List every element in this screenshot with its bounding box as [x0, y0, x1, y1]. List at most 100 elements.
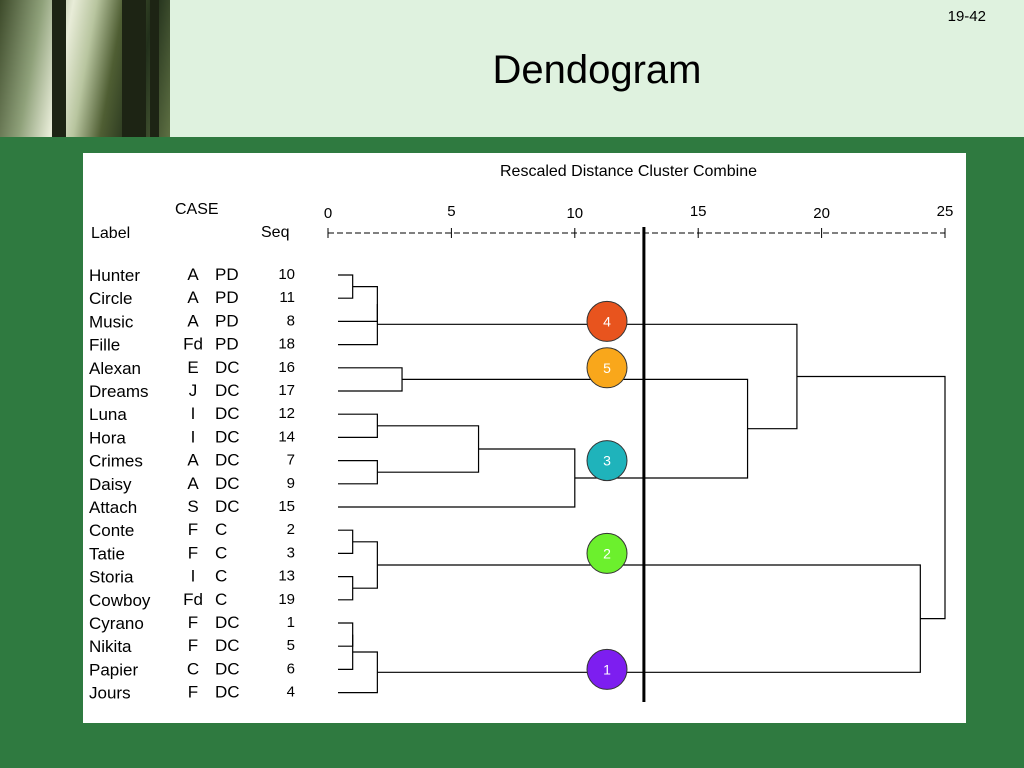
dendrogram-link	[338, 448, 576, 508]
dendrogram-link	[377, 425, 480, 473]
case-group: C	[187, 659, 199, 678]
case-seq: 3	[287, 544, 295, 561]
dendrogram-link	[338, 576, 354, 601]
case-group: F	[188, 520, 198, 539]
case-label: Cyrano	[89, 614, 144, 633]
case-type: C	[215, 520, 227, 539]
case-group: J	[189, 381, 198, 400]
case-group: S	[187, 497, 198, 516]
case-group: Fd	[183, 590, 203, 609]
case-header: CASE	[175, 201, 219, 218]
case-type: DC	[215, 358, 240, 377]
dendrogram-link	[338, 460, 378, 485]
case-seq: 6	[287, 660, 295, 677]
dendrogram-link	[338, 274, 354, 299]
case-label: Attach	[89, 498, 137, 517]
dendrogram-link	[352, 541, 378, 589]
cluster-number: 5	[603, 360, 611, 376]
case-type: DC	[215, 659, 240, 678]
dendrogram-link	[338, 413, 378, 438]
case-group: I	[191, 404, 196, 423]
case-label: Dreams	[89, 382, 149, 401]
case-seq: 12	[278, 405, 295, 422]
cluster-number: 2	[603, 545, 611, 561]
case-label: Circle	[89, 289, 132, 308]
case-seq: 2	[287, 521, 295, 538]
dendrogram-tree	[338, 274, 946, 694]
case-label: Fille	[89, 336, 120, 355]
dendrogram-link	[338, 651, 378, 694]
case-label: Conte	[89, 521, 134, 540]
case-group: F	[188, 613, 198, 632]
case-type: PD	[215, 288, 239, 307]
case-type: DC	[215, 497, 240, 516]
forest-photo	[0, 0, 170, 137]
case-label: Storia	[89, 568, 134, 587]
case-type: C	[215, 567, 227, 586]
case-type: C	[215, 543, 227, 562]
cluster-circle	[586, 347, 628, 389]
case-type: DC	[215, 474, 240, 493]
case-type: PD	[215, 265, 239, 284]
dendrogram-link	[796, 375, 946, 620]
case-type: DC	[215, 683, 240, 702]
dendrogram-link	[338, 304, 378, 346]
case-seq: 13	[278, 568, 295, 585]
case-seq: 14	[278, 428, 295, 445]
case-label: Crimes	[89, 452, 143, 471]
case-group: A	[187, 474, 199, 493]
case-group: A	[187, 311, 199, 330]
case-group: F	[188, 683, 198, 702]
case-label: Nikita	[89, 637, 132, 656]
cluster-circle	[586, 648, 628, 690]
case-type: C	[215, 590, 227, 609]
axis-tick-label: 10	[566, 205, 583, 222]
case-type: DC	[215, 636, 240, 655]
case-label: Cowboy	[89, 591, 151, 610]
case-seq: 17	[278, 382, 295, 399]
axis-tick-label: 15	[690, 203, 707, 220]
dendrogram-link	[377, 323, 798, 430]
case-type: PD	[215, 311, 239, 330]
case-type: DC	[215, 404, 240, 423]
case-seq: 8	[287, 312, 295, 329]
dendrogram-link	[338, 529, 354, 554]
case-group: F	[188, 543, 198, 562]
axis-tick-label: 0	[324, 205, 332, 222]
case-seq: 16	[278, 359, 295, 376]
case-type: DC	[215, 427, 240, 446]
case-seq: 1	[287, 614, 295, 631]
case-label: Jours	[89, 684, 131, 703]
case-type: DC	[215, 381, 240, 400]
case-seq: 19	[278, 591, 295, 608]
case-seq: 10	[278, 266, 295, 283]
dendrogram-link	[338, 634, 354, 670]
case-label: Hora	[89, 428, 126, 447]
case-group: F	[188, 636, 198, 655]
cluster-number: 1	[603, 661, 611, 677]
case-label: Alexan	[89, 359, 141, 378]
case-seq: 4	[287, 684, 295, 701]
case-group: I	[191, 427, 196, 446]
case-group: A	[187, 265, 199, 284]
slide-header: 19-42 Dendogram	[0, 0, 1024, 137]
case-seq: 9	[287, 475, 295, 492]
case-type: DC	[215, 613, 240, 632]
case-label: Hunter	[89, 266, 140, 285]
case-label: Luna	[89, 405, 127, 424]
dendrogram-link	[338, 622, 354, 647]
case-label: Papier	[89, 660, 138, 679]
chart-title: Rescaled Distance Cluster Combine	[500, 163, 757, 180]
case-type: DC	[215, 451, 240, 470]
case-seq: 18	[278, 336, 295, 353]
case-group: E	[187, 358, 198, 377]
cluster-circle	[586, 532, 628, 574]
case-seq: 15	[278, 498, 295, 515]
seq-header: Seq	[261, 224, 289, 241]
cluster-number: 3	[603, 453, 611, 469]
label-header: Label	[91, 225, 130, 242]
axis-tick-label: 5	[447, 203, 455, 220]
